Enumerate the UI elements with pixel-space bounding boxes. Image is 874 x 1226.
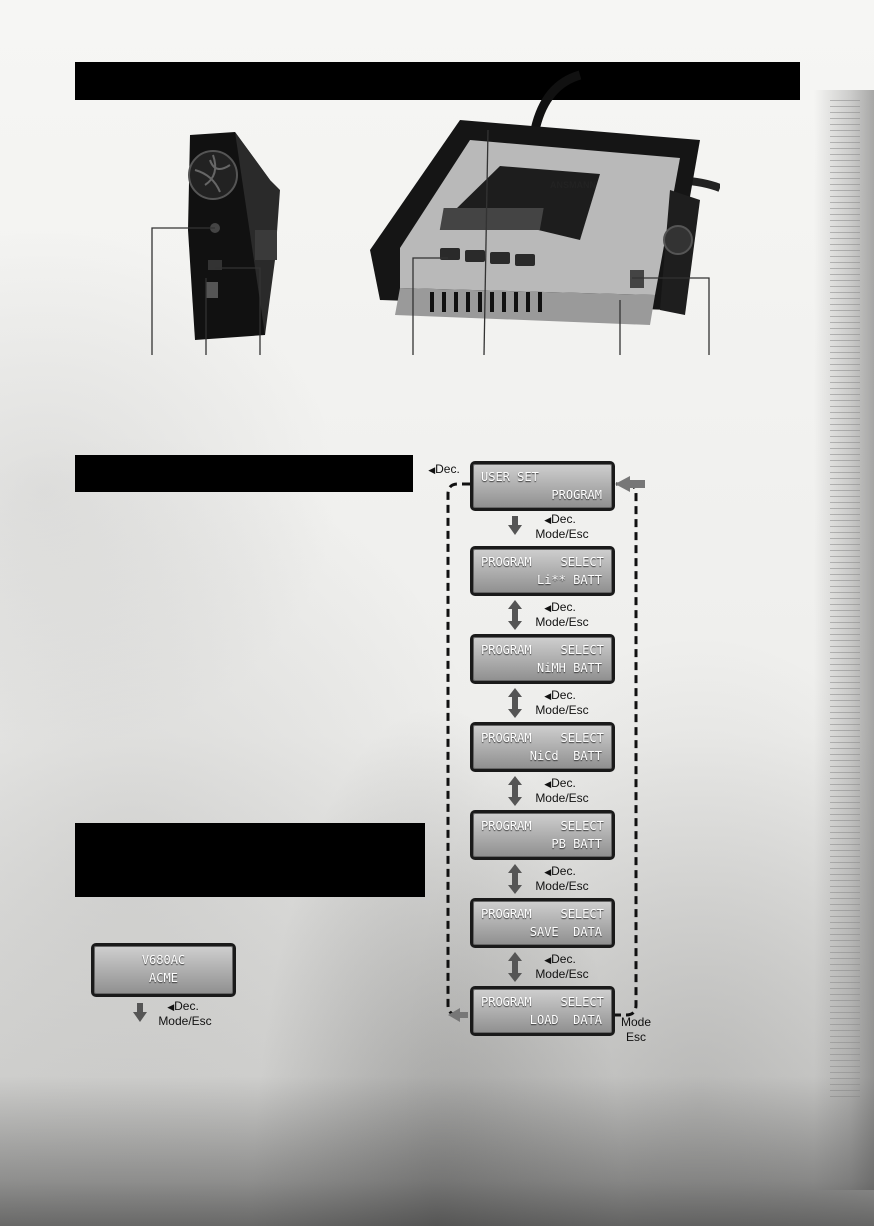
lcd-line-2: PROGRAM [551, 488, 602, 502]
up-down-arrow-icon [508, 864, 522, 894]
lcd-line-2: SAVE DATA [529, 925, 602, 939]
lcd-line-2: Li** BATT [536, 573, 602, 587]
down-arrow-icon [508, 516, 522, 535]
up-down-arrow-icon [508, 600, 522, 630]
lcd-line-2: LOAD DATA [529, 1013, 602, 1027]
nav-label-mode: Mode/Esc [158, 1014, 212, 1028]
lcd-program-load: PROGRAM SELECT LOAD DATA [470, 986, 615, 1036]
lcd-line-1: PROGRAM SELECT [481, 907, 604, 921]
lcd-splash-screen: V680AC ACME [91, 943, 236, 997]
lcd-line-2: ACME [149, 971, 178, 985]
edge-ruler-marks [830, 100, 860, 1100]
nav-label-mode: Mode/Esc [535, 967, 589, 981]
nav-label-dec: ◀Dec. [167, 999, 199, 1013]
up-down-arrow-icon [508, 688, 522, 718]
lcd-line-1: USER SET [481, 470, 539, 484]
lcd-program-save: PROGRAM SELECT SAVE DATA [470, 898, 615, 948]
charger-front-view-photo: ANSMANN [370, 70, 720, 325]
lcd-line-1: PROGRAM SELECT [481, 819, 604, 833]
section-header-bar [75, 62, 800, 100]
nav-label-dec: ◀Dec. [544, 512, 576, 526]
menu-left-dec-label: ◀Dec. [428, 462, 460, 476]
nav-label-mode: Mode/Esc [535, 879, 589, 893]
callout-lines [151, 129, 710, 356]
lcd-line-2: NiCd BATT [529, 749, 602, 763]
lcd-line-1: V680AC [141, 953, 186, 967]
lcd-program-pb: PROGRAM SELECT PB BATT [470, 810, 615, 860]
nav-label-dec: ◀Dec. [544, 600, 576, 614]
nav-label-dec: ◀Dec. [544, 688, 576, 702]
lcd-program-nicd: PROGRAM SELECT NiCd BATT [470, 722, 615, 772]
nav-label-dec: ◀Dec. [544, 776, 576, 790]
nav-label-dec: ◀Dec. [544, 864, 576, 878]
loop-label-mode: Mode [620, 1015, 652, 1029]
brand-logo-text: ANSMANN [550, 180, 596, 190]
section-bar-2 [75, 823, 425, 897]
charger-side-view-photo [188, 132, 280, 340]
lcd-line-2: PB BATT [551, 837, 602, 851]
nav-label-mode: Mode/Esc [535, 615, 589, 629]
lcd-program-nimh: PROGRAM SELECT NiMH BATT [470, 634, 615, 684]
down-arrow-icon [133, 1003, 147, 1022]
nav-label-mode: Mode/Esc [535, 527, 589, 541]
section-bar-1 [75, 455, 413, 492]
lcd-line-2: NiMH BATT [536, 661, 602, 675]
lcd-line-1: PROGRAM SELECT [481, 731, 604, 745]
lcd-line-1: PROGRAM SELECT [481, 643, 604, 657]
bottom-grunge [0, 1076, 874, 1226]
loop-label-esc: Esc [625, 1030, 646, 1044]
nav-label-mode: Mode/Esc [535, 703, 589, 717]
lcd-line-1: PROGRAM SELECT [481, 995, 604, 1009]
lcd-user-set: USER SET PROGRAM [470, 461, 615, 511]
nav-label-dec: ◀Dec. [544, 952, 576, 966]
nav-label-mode: Mode/Esc [535, 791, 589, 805]
up-down-arrow-icon [508, 776, 522, 806]
lcd-program-li: PROGRAM SELECT Li** BATT [470, 546, 615, 596]
lcd-line-1: PROGRAM SELECT [481, 555, 604, 569]
up-down-arrow-icon [508, 952, 522, 982]
